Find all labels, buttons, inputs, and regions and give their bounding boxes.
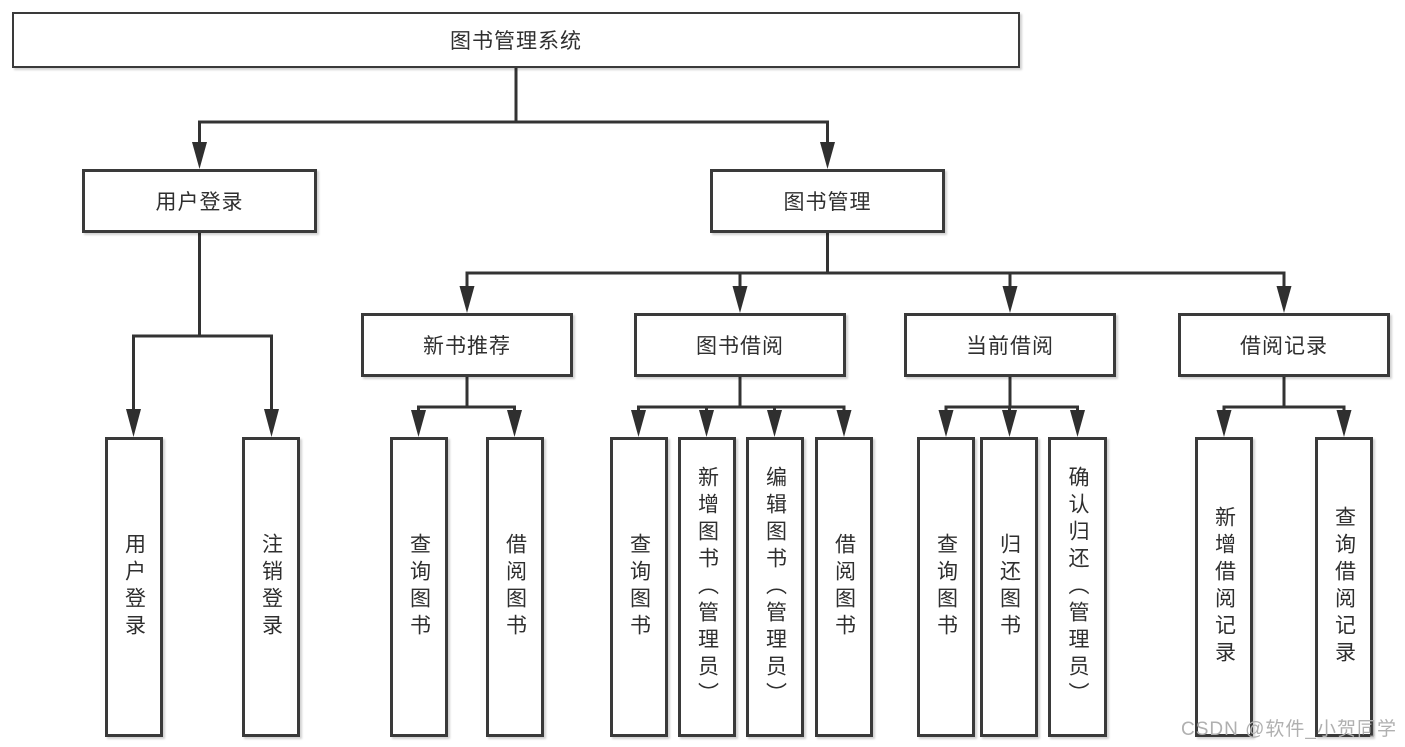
leaf-confirm-return-admin: 确认归还（管理员） xyxy=(1048,437,1107,737)
branch-new-book xyxy=(417,377,516,414)
leaf-query-books-current: 查询图书 xyxy=(917,437,975,737)
arrow-icon xyxy=(631,410,646,437)
arrow-icon xyxy=(767,410,782,437)
node-book-management: 图书管理 xyxy=(710,169,945,233)
branch-user-login xyxy=(132,233,273,413)
leaf-query-books-recommend: 查询图书 xyxy=(390,437,448,737)
branch-book-borrow xyxy=(637,377,846,414)
arrowheads xyxy=(126,142,1352,437)
arrow-icon xyxy=(732,286,748,313)
arrow-icon xyxy=(264,409,279,437)
arrow-icon xyxy=(192,142,207,169)
leaf-logout: 注销登录 xyxy=(242,437,300,737)
leaf-return-books: 归还图书 xyxy=(980,437,1038,737)
arrow-icon xyxy=(1002,286,1018,313)
arrow-icon xyxy=(699,410,714,437)
branch-root xyxy=(198,68,829,146)
arrow-icon xyxy=(1276,286,1292,313)
arrow-icon xyxy=(459,286,475,313)
arrow-icon xyxy=(820,142,835,169)
branch-current-borrow xyxy=(944,377,1079,414)
node-root: 图书管理系统 xyxy=(12,12,1020,68)
arrow-icon xyxy=(1216,410,1232,437)
csdn-watermark: CSDN @软件_小贺同学 xyxy=(1181,719,1397,740)
arrow-icon xyxy=(1070,410,1085,437)
arrow-icon xyxy=(126,409,141,437)
leaf-add-borrow-record: 新增借阅记录 xyxy=(1195,437,1253,737)
node-current-borrow: 当前借阅 xyxy=(904,313,1116,377)
arrow-icon xyxy=(507,410,522,437)
arrow-icon xyxy=(1336,410,1352,437)
branch-borrow-records xyxy=(1222,377,1346,414)
node-borrow-records: 借阅记录 xyxy=(1178,313,1390,377)
node-user-login: 用户登录 xyxy=(82,169,317,233)
leaf-edit-books-admin: 编辑图书（管理员） xyxy=(746,437,804,737)
node-book-borrow: 图书借阅 xyxy=(634,313,846,377)
leaf-user-login: 用户登录 xyxy=(105,437,163,737)
leaf-borrow-books-recommend: 借阅图书 xyxy=(486,437,544,737)
leaf-query-books-borrow: 查询图书 xyxy=(610,437,668,737)
arrow-icon xyxy=(411,410,426,437)
arrow-icon xyxy=(836,410,852,437)
branch-book-management xyxy=(465,233,1286,291)
arrow-icon xyxy=(938,410,954,437)
leaf-query-borrow-record: 查询借阅记录 xyxy=(1315,437,1373,737)
leaf-add-books-admin: 新增图书（管理员） xyxy=(678,437,736,737)
node-new-book-recommend: 新书推荐 xyxy=(361,313,573,377)
leaf-borrow-books: 借阅图书 xyxy=(815,437,873,737)
arrow-icon xyxy=(1002,410,1017,437)
